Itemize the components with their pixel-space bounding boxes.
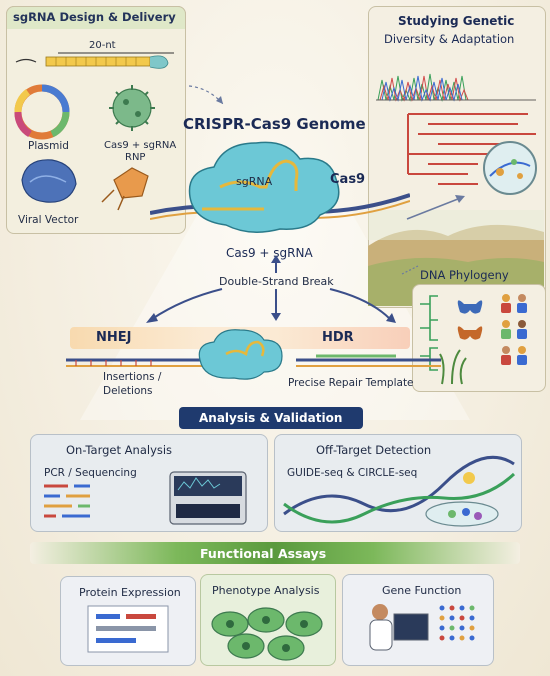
nt-label: 20-nt bbox=[89, 40, 116, 51]
protein-label: Protein Expression bbox=[79, 586, 181, 599]
phylogeny-arrow bbox=[401, 265, 419, 275]
viral-label: Viral Vector bbox=[18, 214, 79, 226]
complex-label: Cas9 + sgRNA bbox=[226, 246, 313, 260]
dsb-label: Double-Strand Break bbox=[219, 275, 334, 288]
cas9-small-icon bbox=[198, 329, 283, 380]
researcher-icon bbox=[369, 604, 393, 651]
on-target-method: PCR / Sequencing bbox=[44, 467, 137, 479]
assays-banner-text: Functional Assays bbox=[200, 546, 327, 561]
phenotype-label: Phenotype Analysis bbox=[212, 584, 320, 597]
hdr-label: HDR bbox=[322, 330, 354, 345]
gene-function-illustration bbox=[369, 604, 475, 651]
sequencer-icon bbox=[169, 471, 247, 525]
moth-icon bbox=[457, 326, 483, 340]
nhej-label: NHEJ bbox=[96, 330, 132, 345]
delivery-header: sgRNA Design & Delivery bbox=[13, 10, 176, 24]
assays-banner bbox=[30, 542, 520, 564]
on-target-title: On-Target Analysis bbox=[66, 443, 173, 457]
petri-dish-icon bbox=[425, 501, 499, 527]
phylogeny-illustrations bbox=[420, 294, 527, 385]
butterfly-icon bbox=[457, 300, 483, 314]
magnifier-icon bbox=[483, 141, 537, 195]
repair-arrows bbox=[146, 255, 396, 323]
cas9-label: Cas9 bbox=[330, 172, 366, 187]
indel-label-line2: Deletions bbox=[103, 385, 153, 397]
indel-label-line1: Insertions / bbox=[103, 371, 162, 383]
repair-dna-illustration bbox=[66, 329, 441, 380]
off-target-panel bbox=[274, 434, 522, 532]
viral-vector-icon bbox=[21, 159, 77, 203]
delivery-arrow bbox=[188, 85, 224, 105]
sun-icon bbox=[463, 472, 475, 484]
protein-illustration bbox=[87, 605, 169, 653]
rnp-label-line1: Cas9 + sgRNA bbox=[104, 140, 177, 151]
off-target-illustrations bbox=[283, 455, 516, 527]
monitor-icon bbox=[393, 613, 429, 641]
diversity-title-line2: Diversity & Adaptation bbox=[384, 32, 515, 46]
analysis-banner bbox=[179, 407, 363, 429]
plasmid-label: Plasmid bbox=[28, 140, 69, 152]
phage-icon bbox=[113, 167, 149, 199]
people-icon bbox=[501, 294, 527, 365]
diversity-arrow bbox=[406, 195, 465, 220]
rnp-label-line2: RNP bbox=[125, 152, 146, 163]
template-label: Precise Repair Template bbox=[288, 377, 414, 389]
phenotype-illustration bbox=[211, 607, 323, 661]
phylogeny-label: DNA Phylogeny bbox=[420, 268, 509, 282]
sgrna-label: sgRNA bbox=[236, 175, 273, 188]
sgrna-strand bbox=[45, 56, 151, 67]
off-target-title: Off-Target Detection bbox=[316, 443, 432, 457]
delivery-header-bar bbox=[6, 6, 186, 29]
gene-function-label: Gene Function bbox=[382, 584, 462, 597]
delivery-illustrations bbox=[14, 52, 174, 211]
off-target-method: GUIDE-seq & CIRCLE-seq bbox=[287, 467, 418, 479]
cas9-complex-illustration bbox=[150, 141, 410, 233]
analysis-banner-text: Analysis & Validation bbox=[199, 411, 343, 425]
on-target-illustrations bbox=[44, 471, 247, 525]
diversity-title-line1: Studying Genetic bbox=[398, 14, 515, 28]
